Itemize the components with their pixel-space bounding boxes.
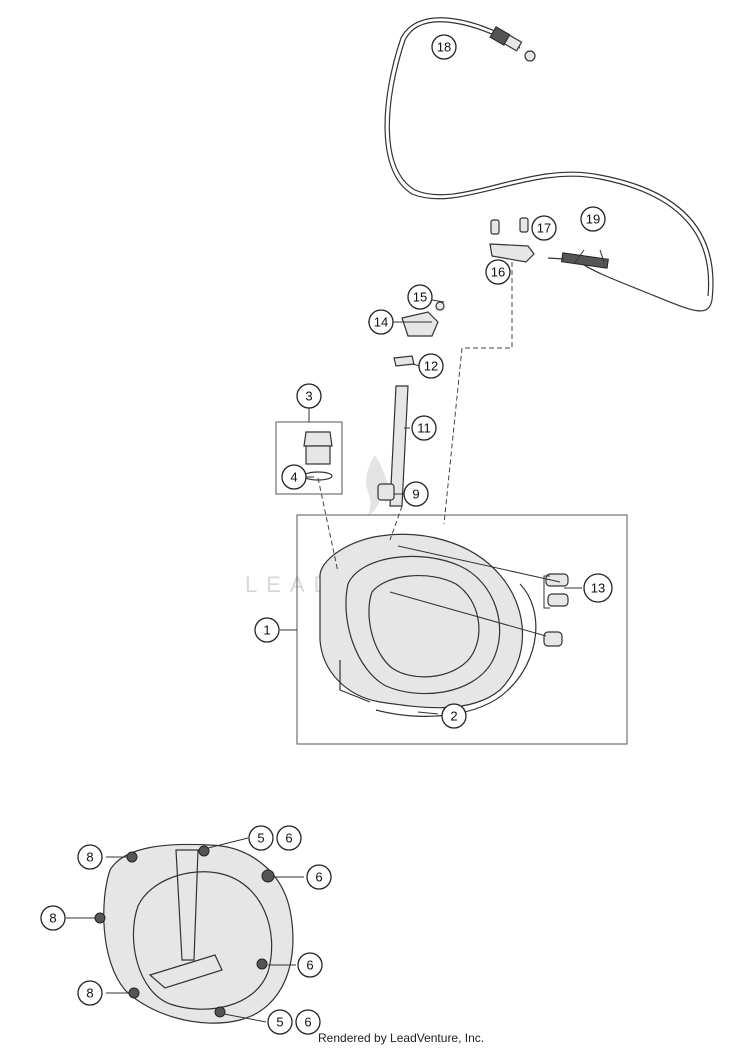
callout-9: 9 [403,481,429,507]
svg-text:5: 5 [276,1015,283,1030]
clutch-cover-group [296,514,628,745]
release-lever-assembly [489,217,535,263]
callout-5-top: 5 [248,825,274,851]
callout-11: 11 [411,415,437,441]
callout-18: 18 [431,34,457,60]
svg-text:6: 6 [306,958,313,973]
callout-4: 4 [281,464,307,490]
callout-8-middle: 8 [40,905,66,931]
svg-text:18: 18 [437,40,451,55]
svg-text:2: 2 [450,709,457,724]
svg-text:12: 12 [424,359,438,374]
cable-adjuster [547,252,609,269]
svg-text:14: 14 [374,315,388,330]
svg-text:5: 5 [257,831,264,846]
svg-text:13: 13 [591,581,605,596]
callout-6-bottom: 6 [295,1009,321,1035]
callout-6-top: 6 [276,825,302,851]
callout-17: 17 [531,215,557,241]
callout-2: 2 [441,703,467,729]
callout-15: 15 [407,284,433,310]
svg-text:6: 6 [304,1015,311,1030]
callout-19: 19 [580,206,606,232]
svg-text:17: 17 [537,221,551,236]
callout-12: 12 [418,353,444,379]
callout-8-top: 8 [77,844,103,870]
svg-text:6: 6 [285,831,292,846]
callout-6-lower-right: 6 [297,952,323,978]
callout-3: 3 [296,383,322,409]
clutch-cable [384,17,714,312]
callout-14: 14 [368,309,394,335]
outer-clutch-cover [94,843,294,1024]
svg-text:15: 15 [413,290,427,305]
render-credit: Rendered by LeadVenture, Inc. [318,1031,485,1045]
cable-end-fitting [489,26,536,62]
callout-16: 16 [485,259,511,285]
svg-text:11: 11 [417,421,431,436]
callout-8-bottom: 8 [77,980,103,1006]
callout-13: 13 [583,573,613,603]
svg-text:8: 8 [49,911,56,926]
callout-5-bottom: 5 [267,1009,293,1035]
callout-6-upper-right: 6 [306,864,332,890]
svg-text:19: 19 [586,212,600,227]
svg-text:4: 4 [290,470,297,485]
callout-1: 1 [254,617,280,643]
assembly-paths [317,262,513,573]
svg-text:8: 8 [86,986,93,1001]
svg-text:9: 9 [412,487,419,502]
svg-text:1: 1 [263,623,270,638]
svg-text:8: 8 [86,850,93,865]
bushing [377,483,395,501]
leader-lines [66,249,605,1023]
svg-text:3: 3 [305,389,312,404]
svg-text:6: 6 [315,870,322,885]
lever-shaft-parts [393,301,445,367]
svg-text:16: 16 [491,265,505,280]
